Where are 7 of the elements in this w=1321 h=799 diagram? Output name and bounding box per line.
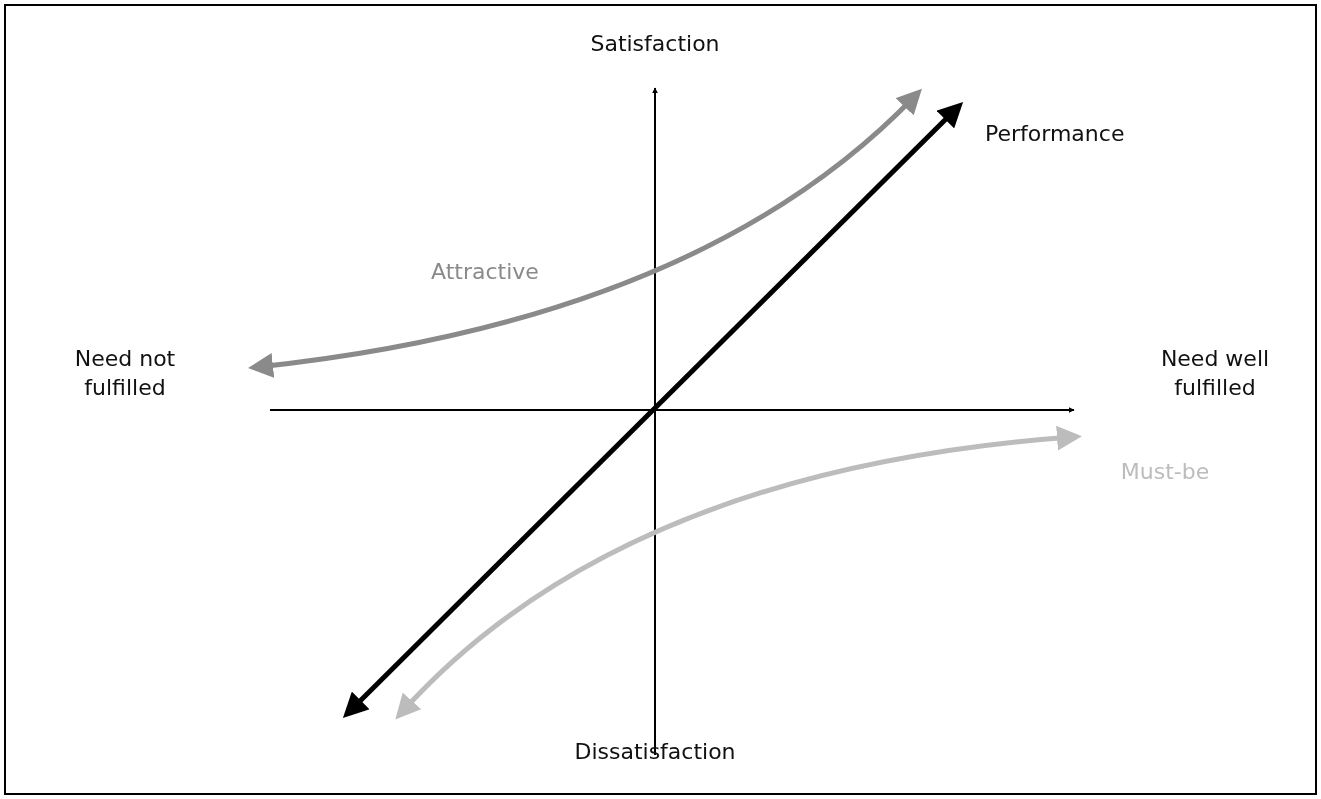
axis-label: Dissatisfaction bbox=[573, 738, 737, 766]
axis-label: Need not fulfilled bbox=[73, 345, 177, 402]
axis-label: Satisfaction bbox=[589, 30, 721, 58]
curve-label: Performance bbox=[985, 120, 1126, 148]
axis-label: Need well fulfilled bbox=[1159, 345, 1271, 402]
curve-label: Attractive bbox=[430, 258, 540, 286]
curve-label: Must-be bbox=[1119, 458, 1211, 486]
